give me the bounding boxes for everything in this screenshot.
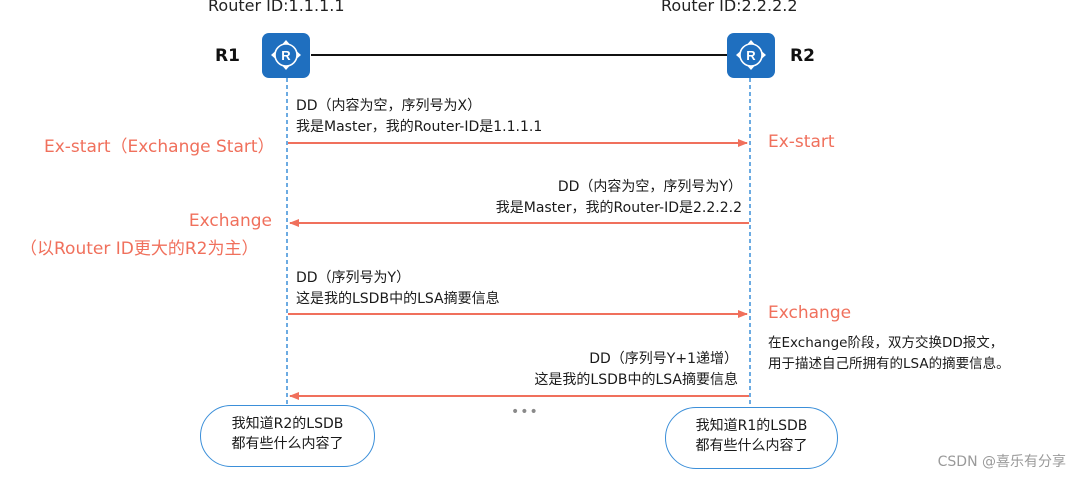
- r1-knowledge-bubble: 我知道R2的LSDB 都有些什么内容了: [200, 405, 375, 467]
- svg-text:R: R: [746, 48, 756, 63]
- r1-bubble-line2: 都有些什么内容了: [231, 436, 344, 452]
- message-3-line1: DD（序列号为Y）: [296, 270, 411, 286]
- message-2-text: DD（内容为空，序列号为Y） 我是Master，我的Router-ID是2.2.…: [496, 177, 742, 219]
- exchange-note: 在Exchange阶段，双方交换DD报文， 用于描述自己所拥有的LSA的摘要信息…: [768, 333, 1010, 375]
- ellipsis: •••: [511, 404, 539, 420]
- r1-state-exchange: Exchange: [188, 211, 272, 231]
- message-1-line2: 我是Master，我的Router-ID是1.1.1.1: [296, 119, 543, 135]
- r2-bubble-line1: 我知道R1的LSDB: [695, 418, 808, 434]
- message-3-line2: 这是我的LSDB中的LSA摘要信息: [296, 291, 500, 307]
- r2-state-exstart: Ex-start: [768, 132, 835, 152]
- svg-text:R: R: [281, 48, 291, 63]
- r2-router-id: Router ID:2.2.2.2: [661, 0, 798, 15]
- r2-knowledge-bubble: 我知道R1的LSDB 都有些什么内容了: [665, 407, 838, 469]
- r1-router-id: Router ID:1.1.1.1: [208, 0, 345, 15]
- message-2-line2: 我是Master，我的Router-ID是2.2.2.2: [495, 200, 742, 216]
- message-2-line1: DD（内容为空，序列号为Y）: [557, 179, 742, 195]
- r1-router-icon: R: [262, 33, 310, 78]
- r1-bubble-line1: 我知道R2的LSDB: [231, 416, 344, 432]
- r2-name: R2: [790, 46, 815, 66]
- r2-router-icon: R: [727, 33, 775, 78]
- r1-state-exstart: Ex-start（Exchange Start）: [44, 137, 275, 157]
- r1-state-exchange-note: （以Router ID更大的R2为主）: [20, 239, 259, 259]
- r2-bubble-line2: 都有些什么内容了: [695, 438, 808, 454]
- message-4-text: DD（序列号Y+1递增） 这是我的LSDB中的LSA摘要信息: [534, 349, 738, 391]
- message-3-text: DD（序列号为Y） 这是我的LSDB中的LSA摘要信息: [296, 268, 500, 310]
- message-4-line1: DD（序列号Y+1递增）: [589, 351, 738, 367]
- exchange-note-line1: 在Exchange阶段，双方交换DD报文，: [768, 335, 1004, 351]
- message-1-text: DD（内容为空，序列号为X） 我是Master，我的Router-ID是1.1.…: [296, 96, 542, 138]
- message-4-line2: 这是我的LSDB中的LSA摘要信息: [534, 372, 738, 388]
- exchange-note-line2: 用于描述自己所拥有的LSA的摘要信息。: [768, 356, 1010, 372]
- message-1-line1: DD（内容为空，序列号为X）: [296, 98, 482, 114]
- r2-state-exchange: Exchange: [768, 303, 852, 323]
- watermark: CSDN @喜乐有分享: [937, 454, 1066, 470]
- r1-name: R1: [215, 46, 240, 66]
